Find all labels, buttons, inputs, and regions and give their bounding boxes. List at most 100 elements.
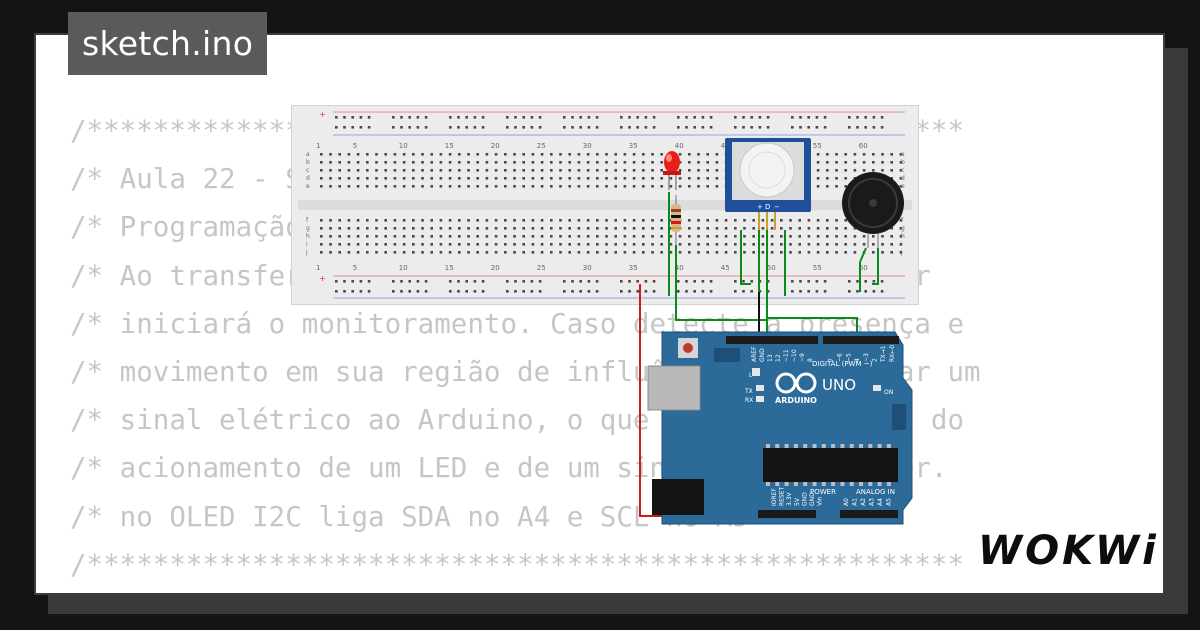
- atmega-chip: [763, 448, 898, 482]
- breadboard-row-letter: j: [900, 249, 903, 256]
- led[interactable]: [663, 151, 681, 190]
- analog-label: ANALOG IN: [856, 488, 895, 496]
- breadboard-column-number: 1: [316, 264, 320, 272]
- pir-sensor[interactable]: + D −: [725, 138, 811, 230]
- breadboard-row-letter: i: [901, 241, 903, 248]
- board-pin-label: 13: [767, 354, 774, 362]
- breadboard-column-number: 55: [813, 142, 822, 150]
- breadboard-row-letter: i: [306, 241, 308, 248]
- svg-text:+: +: [319, 274, 326, 283]
- board-pin-label: ~6: [837, 353, 844, 362]
- board-pin-label: ~9: [799, 353, 806, 362]
- digital-header-right: [823, 336, 899, 344]
- buzzer[interactable]: [842, 172, 904, 248]
- board-pin-label: ~3: [863, 353, 870, 362]
- board-pin-label: 3.3V: [786, 491, 793, 506]
- breadboard-row-letter: d: [306, 175, 310, 182]
- breadboard-row-letter: c: [901, 167, 904, 174]
- breadboard-column-number: 30: [583, 142, 592, 150]
- breadboard-row-letter: d: [901, 175, 905, 182]
- usb-connector: [647, 365, 701, 411]
- breadboard-column-number: 1: [316, 142, 320, 150]
- breadboard-column-number: 45: [721, 264, 730, 272]
- board-pin-label: A4: [877, 498, 884, 506]
- board-pin-label: A5: [886, 498, 893, 506]
- breadboard-column-number: 25: [537, 142, 546, 150]
- wires: [639, 192, 879, 517]
- analog-header: [840, 510, 898, 518]
- board-pin-label: 5V: [794, 497, 801, 506]
- breadboard-row-letter: c: [306, 167, 309, 174]
- board-pin-label: A0: [843, 498, 850, 506]
- pir-pin-label: −: [774, 203, 780, 211]
- board-pin-label: ~10: [791, 349, 798, 362]
- breadboard-column-number: 20: [491, 142, 500, 150]
- board-model-label: UNO: [822, 376, 856, 394]
- board-pin-label: 4: [854, 358, 861, 362]
- board-pin-label: AREF: [751, 346, 758, 362]
- board-pin-label: ~11: [783, 349, 790, 362]
- breadboard-row-letter: g: [306, 225, 310, 232]
- breadboard-column-number: 5: [353, 142, 357, 150]
- digital-header-left: [726, 336, 818, 344]
- board-pin-label: IOREF: [771, 488, 778, 506]
- board-pin-label: GND: [809, 492, 816, 506]
- breadboard-row-letter: h: [306, 233, 310, 240]
- digital-label: DIGITAL (PWM ~): [812, 360, 873, 368]
- breadboard-row-letter: e: [306, 183, 310, 190]
- board-pin-label: RESET: [779, 486, 786, 506]
- breadboard-column-number: 25: [537, 264, 546, 272]
- on-label: ON: [884, 389, 893, 396]
- rx-label: RX: [745, 397, 753, 404]
- l-label: L: [749, 372, 753, 379]
- breadboard-column-number: 55: [813, 264, 822, 272]
- breadboard-row-letter: a: [306, 151, 310, 158]
- code-line: /***************************************…: [70, 548, 965, 581]
- breadboard-column-number: 5: [353, 264, 357, 272]
- board-pin-label: 7: [828, 358, 835, 362]
- board-pin-label: TX→1: [880, 345, 887, 363]
- breadboard-row-letter: f: [901, 217, 904, 224]
- breadboard-column-number: 10: [399, 142, 408, 150]
- sketch-filename-tag[interactable]: sketch.ino: [68, 12, 268, 75]
- breadboard-details: + + 115510101515202025253030353540404545…: [298, 110, 912, 299]
- svg-text:+: +: [319, 110, 326, 119]
- board-pin-label: 2: [872, 358, 879, 362]
- breadboard-column-number: 60: [859, 264, 868, 272]
- breadboard-row-letter: g: [901, 225, 905, 232]
- power-label: POWER: [810, 488, 836, 496]
- breadboard-column-number: 40: [675, 264, 684, 272]
- resistor[interactable]: [671, 195, 681, 245]
- breadboard-row-letter: f: [306, 217, 309, 224]
- breadboard-row-letter: b: [901, 159, 905, 166]
- breadboard-row-letter: h: [901, 233, 905, 240]
- board-pin-label: GND: [801, 492, 808, 506]
- board-pin-label: GND: [759, 348, 766, 362]
- arduino-uno-board[interactable]: UNO ARDUINO DIGITAL (PWM ~) ANALOG IN PO…: [647, 331, 913, 525]
- board-pin-label: Vin: [817, 496, 824, 506]
- breadboard-column-number: 15: [445, 142, 454, 150]
- board-pin-label: A2: [860, 498, 867, 506]
- board-pin-label: 12: [775, 354, 782, 362]
- board-pin-label: A1: [852, 498, 859, 506]
- code-line: /* no OLED I2C liga SDA no A4 e SCL no A…: [70, 500, 749, 533]
- breadboard-column-number: 30: [583, 264, 592, 272]
- power-header: [758, 510, 816, 518]
- pir-pin-label: D: [765, 203, 770, 211]
- breadboard-row-letter: b: [306, 159, 310, 166]
- pir-pin-label: +: [757, 203, 763, 211]
- breadboard-column-number: 20: [491, 264, 500, 272]
- breadboard-row-letter: j: [305, 249, 308, 256]
- breadboard-column-number: 15: [445, 264, 454, 272]
- breadboard-column-number: 35: [629, 142, 638, 150]
- breadboard-column-number: 50: [767, 264, 776, 272]
- board-pin-label: RX←0: [889, 345, 896, 362]
- power-jack: [652, 479, 704, 515]
- breadboard-row-letter: a: [901, 151, 905, 158]
- board-pin-label: A3: [869, 498, 876, 506]
- tx-label: TX: [744, 388, 753, 395]
- breadboard-column-number: 10: [399, 264, 408, 272]
- breadboard-column-number: 35: [629, 264, 638, 272]
- board-pin-label: 8: [807, 358, 814, 362]
